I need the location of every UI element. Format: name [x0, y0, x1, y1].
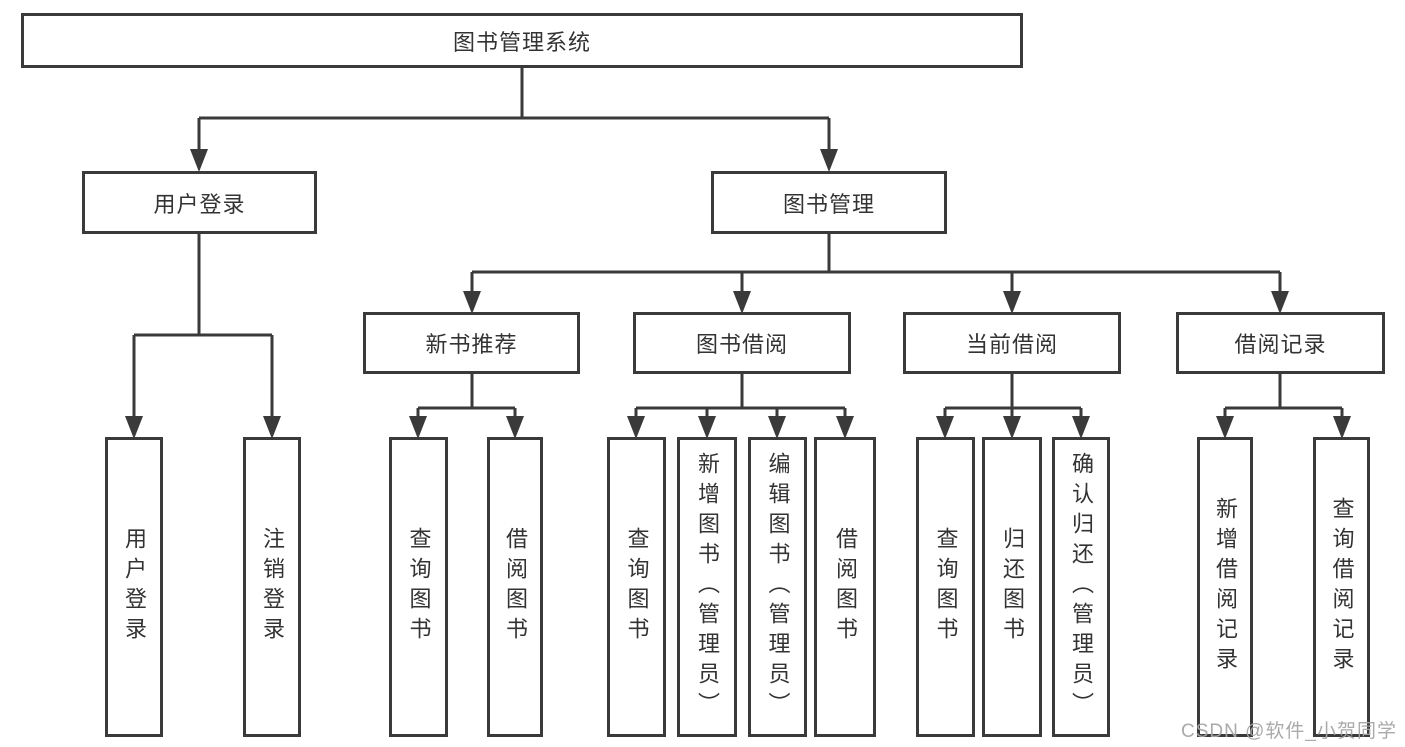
leaf-label: 用户登录: [122, 527, 147, 647]
leaf-label: 注销登录: [260, 527, 285, 647]
csdn-watermark: CSDN @软件_小贺同学: [1181, 721, 1397, 742]
leaf-edit-books-admin: 编辑图书（管理员）: [748, 437, 807, 737]
leaf-user-login: 用户登录: [105, 437, 163, 737]
arrowhead-icons: [125, 149, 1351, 439]
leaf-query-books-current: 查询图书: [916, 437, 975, 737]
node-book-borrowing: 图书借阅: [633, 312, 851, 374]
leaf-confirm-return-admin: 确认归还（管理员）: [1052, 437, 1110, 737]
leaf-query-borrow-record: 查询借阅记录: [1313, 437, 1370, 737]
leaf-label: 查询图书: [406, 527, 432, 647]
node-library-system: 图书管理系统: [21, 13, 1023, 68]
leaf-add-borrow-record: 新增借阅记录: [1197, 437, 1253, 737]
leaf-label: 确认归还（管理员）: [1069, 452, 1094, 722]
node-new-book-recommend: 新书推荐: [363, 312, 580, 374]
leaf-return-books: 归还图书: [982, 437, 1042, 737]
leaf-label: 编辑图书（管理员）: [765, 452, 791, 722]
leaf-label: 查询图书: [933, 527, 959, 647]
node-current-borrowing: 当前借阅: [903, 312, 1121, 374]
leaf-borrow-books-recommend: 借阅图书: [487, 437, 543, 737]
node-book-management: 图书管理: [711, 171, 947, 234]
leaf-label: 新增图书（管理员）: [695, 452, 720, 722]
leaf-add-books-admin: 新增图书（管理员）: [677, 437, 737, 737]
leaf-borrow-books-borrowing: 借阅图书: [814, 437, 876, 737]
leaf-label: 借阅图书: [833, 527, 858, 647]
leaf-logout: 注销登录: [243, 437, 301, 737]
leaf-query-books-recommend: 查询图书: [389, 437, 448, 737]
leaf-label: 查询借阅记录: [1329, 497, 1355, 677]
leaf-label: 查询图书: [624, 527, 650, 647]
leaf-label: 归还图书: [1000, 527, 1025, 647]
node-user-login: 用户登录: [82, 171, 317, 234]
leaf-query-books-borrowing: 查询图书: [607, 437, 666, 737]
leaf-label: 新增借阅记录: [1213, 497, 1238, 677]
leaf-label: 借阅图书: [503, 527, 528, 647]
node-borrowing-records: 借阅记录: [1176, 312, 1385, 374]
